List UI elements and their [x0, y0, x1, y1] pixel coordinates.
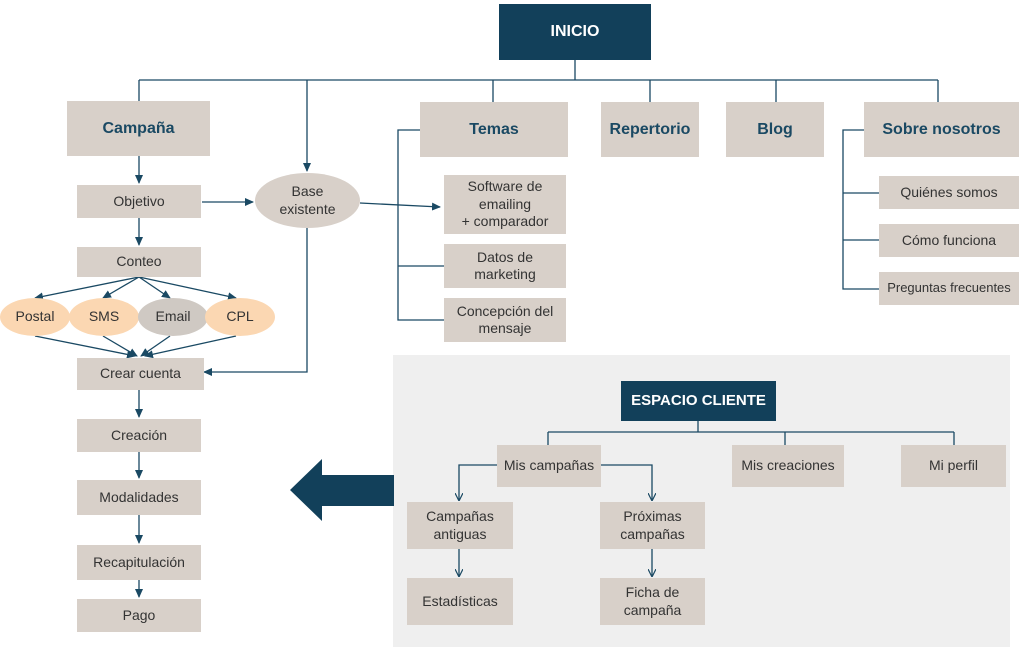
proximas-campanas-node: Próximas campañas	[600, 502, 705, 549]
sobre-item-quienes: Quiénes somos	[879, 176, 1019, 209]
channel-postal: Postal	[0, 298, 70, 336]
conteo-node: Conteo	[77, 247, 201, 277]
blog-node: Blog	[726, 102, 824, 157]
channel-sms: SMS	[69, 298, 139, 336]
sobre-item-como: Cómo funciona	[879, 224, 1019, 257]
mis-campanas-node: Mis campañas	[497, 445, 601, 487]
espacio-cliente-node: ESPACIO CLIENTE	[621, 381, 776, 421]
mis-creaciones-node: Mis creaciones	[732, 445, 844, 487]
temas-item-datos: Datos de marketing	[444, 244, 566, 288]
sobre-item-preguntas: Preguntas frecuentes	[879, 272, 1019, 305]
channel-cpl: CPL	[205, 298, 275, 336]
objetivo-node: Objetivo	[77, 185, 201, 218]
pago-node: Pago	[77, 599, 201, 632]
inicio-node: INICIO	[499, 4, 651, 60]
base-existente-node: Base existente	[255, 173, 360, 228]
temas-item-concepcion: Concepción del mensaje	[444, 298, 566, 342]
estadisticas-node: Estadísticas	[407, 578, 513, 625]
mi-perfil-node: Mi perfil	[901, 445, 1006, 487]
temas-node: Temas	[420, 102, 568, 157]
ficha-campana-node: Ficha de campaña	[600, 578, 705, 625]
recapitulacion-node: Recapitulación	[77, 545, 201, 580]
repertorio-node: Repertorio	[601, 102, 699, 157]
temas-item-software: Software de emailing + comparador	[444, 175, 566, 234]
big-left-arrow	[290, 459, 394, 521]
crear-cuenta-node: Crear cuenta	[77, 358, 204, 390]
campanas-antiguas-node: Campañas antiguas	[407, 502, 513, 549]
sobre-nosotros-node: Sobre nosotros	[864, 102, 1019, 157]
creacion-node: Creación	[77, 419, 201, 452]
campana-node: Campaña	[67, 101, 210, 156]
channel-email: Email	[138, 298, 208, 336]
modalidades-node: Modalidades	[77, 480, 201, 515]
